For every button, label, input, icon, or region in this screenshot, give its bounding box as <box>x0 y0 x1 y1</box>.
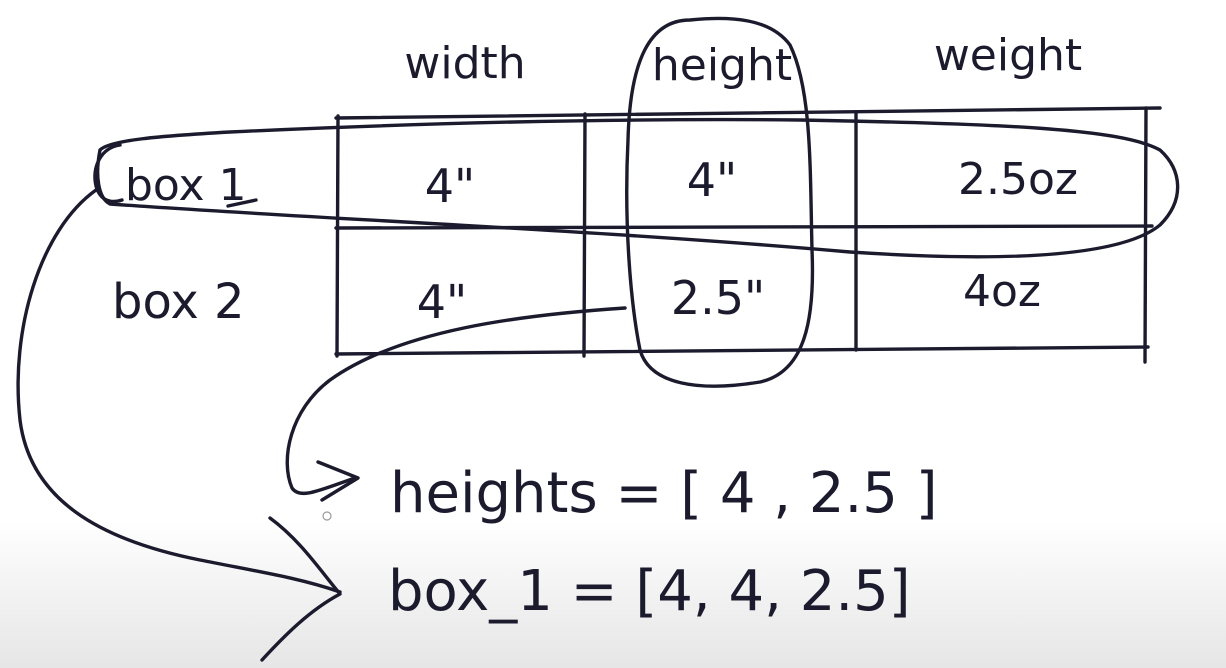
box1-equation: box_1 = [4, 4, 2.5] <box>388 559 911 624</box>
row-label-box-1: box 1 <box>125 160 247 211</box>
cursor-marker <box>322 511 332 521</box>
height-column-loop <box>625 16 815 388</box>
row-label-box-2: box 2 <box>112 274 245 330</box>
header-width: width <box>404 38 525 89</box>
grid-line-col1 <box>582 112 587 358</box>
grid-line-bottom <box>334 345 1150 356</box>
cell-box1-weight: 2.5oz <box>958 154 1078 205</box>
header-weight: weight <box>934 30 1082 81</box>
grid-line-top <box>334 106 1162 120</box>
heights-equation: heights = [ 4 , 2.5 ] <box>390 461 938 526</box>
box1-arrowhead <box>260 516 342 662</box>
grid-line-left <box>335 114 340 358</box>
heights-arrow-curve <box>285 306 627 496</box>
cell-box1-height: 4" <box>687 153 737 207</box>
grid-line-middle <box>334 224 1154 230</box>
heights-arrowhead <box>316 460 360 502</box>
box1-start-circle <box>93 143 124 204</box>
cell-box2-height: 2.5" <box>671 271 765 325</box>
box1-underline <box>226 198 258 208</box>
header-height: height <box>652 40 792 91</box>
box1-arrow-curve <box>16 188 342 594</box>
box1-row-loop <box>96 117 1180 259</box>
cell-box2-width: 4" <box>417 275 467 329</box>
cell-box1-width: 4" <box>425 159 475 213</box>
table-grid <box>334 106 1162 364</box>
cell-box2-weight: 4oz <box>963 266 1041 317</box>
